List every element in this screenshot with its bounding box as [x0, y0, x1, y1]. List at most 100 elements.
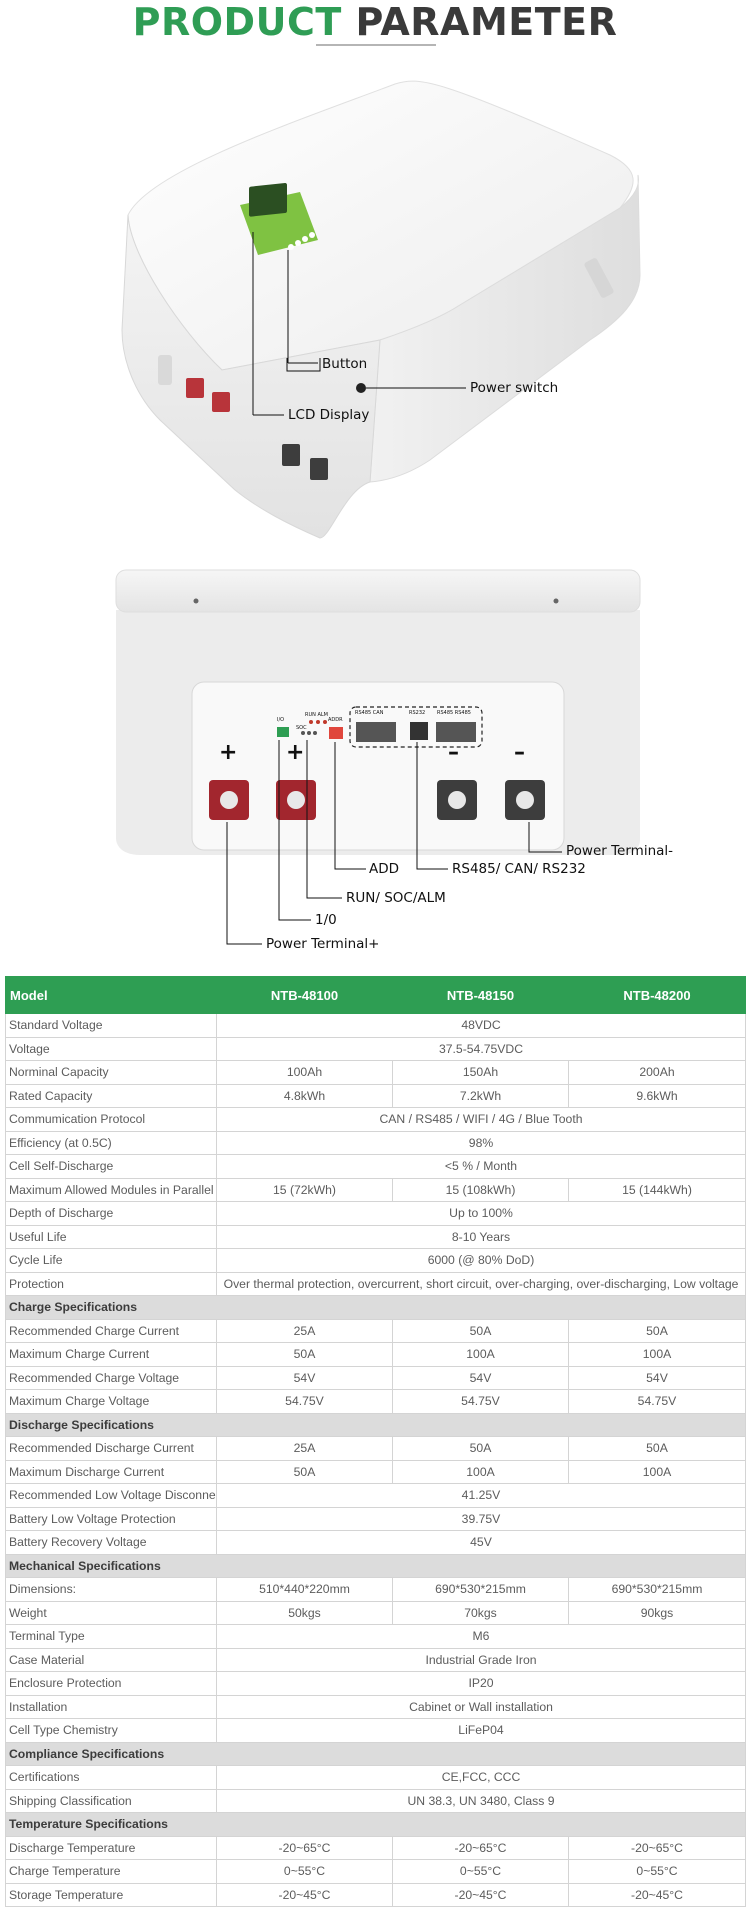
row-label: Storage Temperature — [5, 1882, 217, 1907]
row-value: 54.75V — [392, 1389, 569, 1414]
table-row: Discharge Temperature-20~65°C-20~65°C-20… — [5, 1835, 746, 1860]
row-value: 50A — [392, 1436, 569, 1461]
page-title: PRODUCT PARAMETER — [0, 0, 750, 44]
row-label: Maximum Charge Voltage — [5, 1389, 217, 1414]
row-label: Recommended Charge Current — [5, 1318, 217, 1343]
battery-angled-illustration — [121, 80, 641, 539]
section-header-row: Charge Specifications — [5, 1295, 746, 1320]
row-value-shared: 6000 (@ 80% DoD) — [216, 1248, 746, 1273]
row-label: Standard Voltage — [5, 1013, 217, 1038]
row-value: 100A — [568, 1342, 746, 1367]
row-value: 200Ah — [568, 1060, 746, 1085]
section-title: Discharge Specifications — [5, 1412, 746, 1437]
row-value: -20~65°C — [568, 1835, 746, 1860]
row-label: Efficiency (at 0.5C) — [5, 1130, 217, 1155]
row-label: Battery Low Voltage Protection — [5, 1506, 217, 1531]
section-header-row: Discharge Specifications — [5, 1412, 746, 1437]
row-label: Recommended Discharge Current — [5, 1436, 217, 1461]
row-value: 90kgs — [568, 1600, 746, 1625]
row-value: 7.2kWh — [392, 1083, 569, 1108]
row-label: Recommended Charge Voltage — [5, 1365, 217, 1390]
callout-io: 1/0 — [315, 912, 337, 928]
row-value: -20~65°C — [392, 1835, 569, 1860]
row-label: Cell Type Chemistry — [5, 1718, 217, 1743]
row-label: Certifications — [5, 1765, 217, 1790]
row-value-shared: CE,FCC, CCC — [216, 1765, 746, 1790]
row-label: Protection — [5, 1271, 217, 1296]
row-value: 150Ah — [392, 1060, 569, 1085]
row-value: 54V — [392, 1365, 569, 1390]
row-label: Recommended Low Voltage Disconnect — [5, 1483, 217, 1508]
table-header-row: Model NTB-48100 NTB-48150 NTB-48200 — [5, 976, 746, 1014]
row-value-shared: 45V — [216, 1530, 746, 1555]
battery-front-view: + + – – RS485 CAN RS232 RS485 RS485 ADDR… — [0, 560, 750, 965]
row-value: 50kgs — [216, 1600, 393, 1625]
plus-sign-right: + — [286, 740, 305, 765]
title-green-word: PRODUCT — [132, 0, 342, 44]
row-value: 50A — [568, 1318, 746, 1343]
header-model: Model — [5, 976, 217, 1014]
row-label: Dimensions: — [5, 1577, 217, 1602]
title-underline — [316, 44, 436, 46]
row-value: -20~45°C — [216, 1882, 393, 1907]
row-label: Shipping Classification — [5, 1788, 217, 1813]
battery-angled-view: Button Power switch LCD Display — [0, 60, 750, 550]
row-value: 4.8kWh — [216, 1083, 393, 1108]
port-label-rs485-can: RS485 CAN — [355, 710, 384, 716]
row-label: Rated Capacity — [5, 1083, 217, 1108]
row-value: 25A — [216, 1436, 393, 1461]
callout-power-terminal-plus: Power Terminal+ — [266, 936, 380, 952]
row-value: 50A — [392, 1318, 569, 1343]
row-label: Cycle Life — [5, 1248, 217, 1273]
row-value: 690*530*215mm — [568, 1577, 746, 1602]
row-value: 50A — [216, 1459, 393, 1484]
row-value: 25A — [216, 1318, 393, 1343]
row-label: Maximum Charge Current — [5, 1342, 217, 1367]
callout-button: Button — [322, 356, 368, 372]
row-label: Useful Life — [5, 1224, 217, 1249]
row-value-shared: 48VDC — [216, 1013, 746, 1038]
row-value-shared: LiFeP04 — [216, 1718, 746, 1743]
header-ntb-48200: NTB-48200 — [568, 976, 746, 1014]
section-title: Compliance Specifications — [5, 1741, 746, 1766]
row-label: Enclosure Protection — [5, 1671, 217, 1696]
row-value: 54.75V — [216, 1389, 393, 1414]
row-value: -20~45°C — [568, 1882, 746, 1907]
port-label-rs485-rs485: RS485 RS485 — [437, 710, 471, 716]
section-title: Mechanical Specifications — [5, 1553, 746, 1578]
row-value: 54V — [216, 1365, 393, 1390]
port-label-addr: ADDR — [328, 717, 343, 723]
row-label: Battery Recovery Voltage — [5, 1530, 217, 1555]
row-value-shared: 8-10 Years — [216, 1224, 746, 1249]
row-value-shared: M6 — [216, 1624, 746, 1649]
row-value: 100Ah — [216, 1060, 393, 1085]
row-label: Maximum Allowed Modules in Parallel — [5, 1177, 217, 1202]
row-value-shared: 98% — [216, 1130, 746, 1155]
section-title: Temperature Specifications — [5, 1812, 746, 1837]
port-label-soc: SOC — [296, 725, 307, 731]
port-label-io: I/O — [277, 717, 285, 723]
row-label: Discharge Temperature — [5, 1835, 217, 1860]
row-value-shared: IP20 — [216, 1671, 746, 1696]
row-value: 54V — [568, 1365, 746, 1390]
row-value: 0~55°C — [392, 1859, 569, 1884]
row-value-shared: 37.5-54.75VDC — [216, 1036, 746, 1061]
